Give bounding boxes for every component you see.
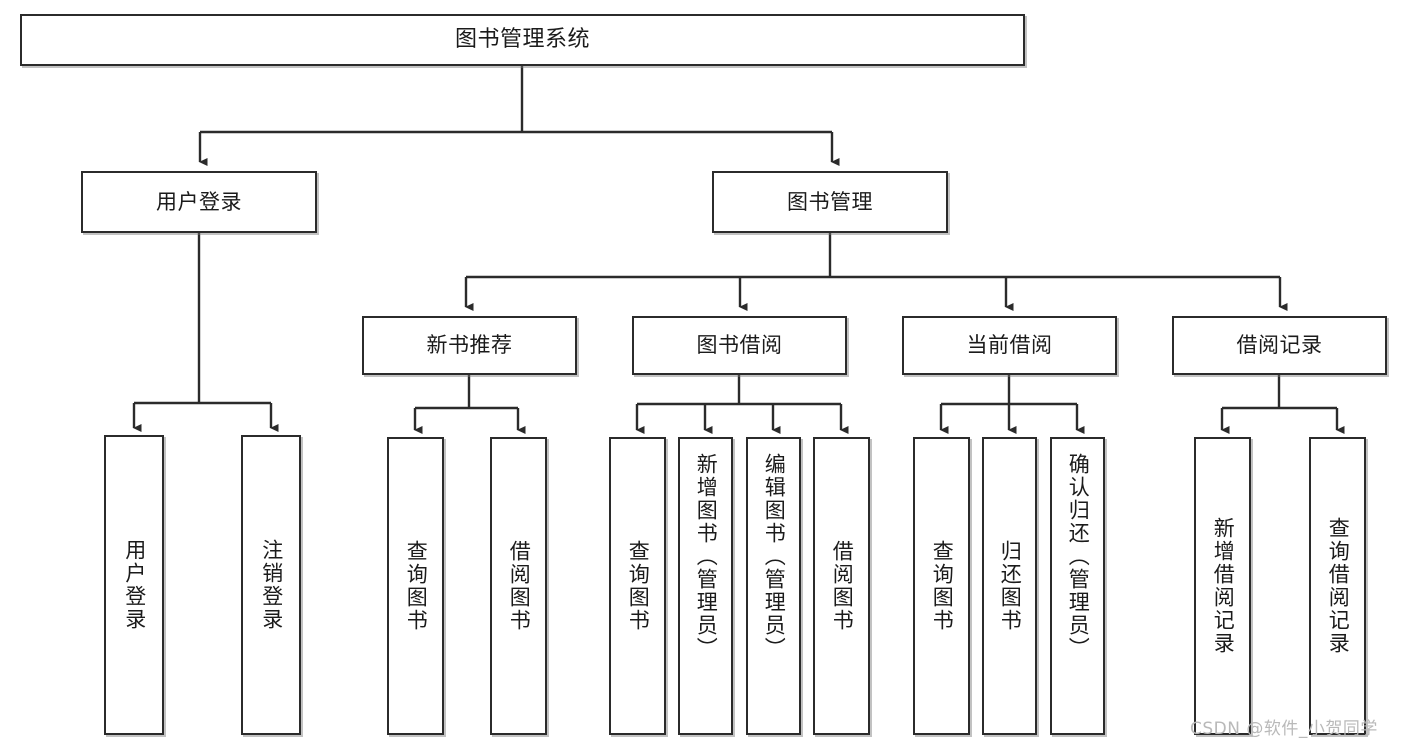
leaf-current-confirm-return-admin[interactable]: 确认归还（管理员）: [1050, 437, 1105, 735]
node-label: 查询图书: [404, 540, 429, 632]
node-label: 查询借阅记录: [1326, 517, 1351, 655]
leaf-borrow-edit-book-admin[interactable]: 编辑图书（管理员）: [746, 437, 801, 735]
node-label: 用户登录: [156, 189, 242, 214]
node-book-borrow[interactable]: 图书借阅: [632, 316, 847, 375]
node-current-borrow[interactable]: 当前借阅: [902, 316, 1117, 375]
node-label: 借阅记录: [1236, 333, 1323, 358]
node-label: 新书推荐: [426, 333, 513, 358]
node-label: 新增借阅记录: [1211, 517, 1236, 655]
node-label: 编辑图书（管理员）: [762, 453, 787, 660]
leaf-borrow-add-book-admin[interactable]: 新增图书（管理员）: [678, 437, 733, 735]
watermark-text: CSDN @软件_小贺同学: [1190, 719, 1378, 739]
leaf-current-return-book[interactable]: 归还图书: [982, 437, 1037, 735]
node-label: 确认归还（管理员）: [1066, 453, 1091, 660]
node-label: 当前借阅: [966, 333, 1053, 358]
node-root-system[interactable]: 图书管理系统: [20, 14, 1025, 66]
leaf-user-login-logout[interactable]: 注销登录: [241, 435, 301, 735]
node-label: 查询图书: [930, 540, 955, 632]
node-label: 归还图书: [998, 540, 1023, 632]
leaf-record-query-record[interactable]: 查询借阅记录: [1309, 437, 1366, 735]
node-label: 图书管理系统: [454, 27, 590, 53]
node-label: 用户登录: [122, 539, 147, 631]
node-label: 借阅图书: [830, 540, 855, 632]
leaf-borrow-query-book[interactable]: 查询图书: [609, 437, 666, 735]
node-label: 注销登录: [259, 539, 284, 631]
node-user-login[interactable]: 用户登录: [81, 171, 317, 233]
leaf-recommend-query-book[interactable]: 查询图书: [387, 437, 444, 735]
node-borrow-record[interactable]: 借阅记录: [1172, 316, 1387, 375]
node-label: 借阅图书: [507, 540, 532, 632]
leaf-borrow-borrow-book[interactable]: 借阅图书: [813, 437, 870, 735]
leaf-recommend-borrow-book[interactable]: 借阅图书: [490, 437, 547, 735]
node-label: 图书借阅: [696, 333, 783, 358]
node-label: 图书管理: [787, 189, 873, 214]
leaf-record-add-record[interactable]: 新增借阅记录: [1194, 437, 1251, 735]
node-label: 查询图书: [626, 540, 651, 632]
node-book-management[interactable]: 图书管理: [712, 171, 948, 233]
leaf-user-login-login[interactable]: 用户登录: [104, 435, 164, 735]
leaf-current-query-book[interactable]: 查询图书: [913, 437, 970, 735]
node-new-book-recommend[interactable]: 新书推荐: [362, 316, 577, 375]
node-label: 新增图书（管理员）: [694, 453, 719, 660]
